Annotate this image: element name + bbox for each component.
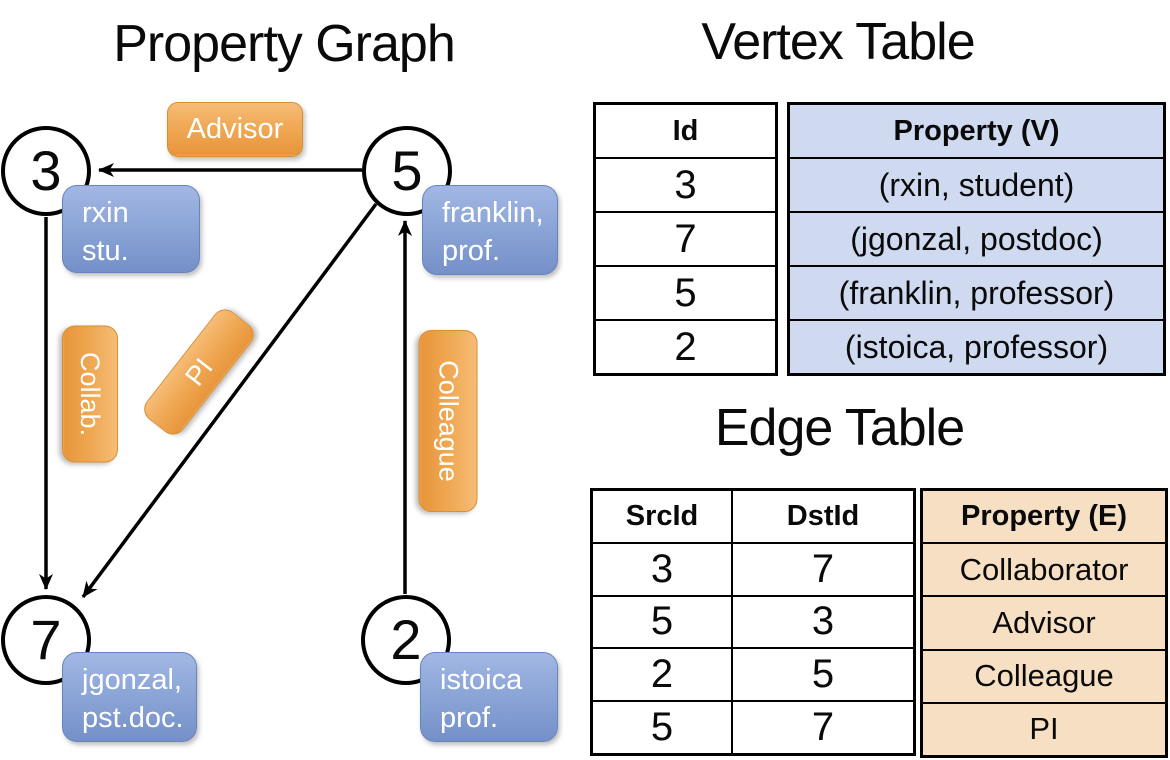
node-property-card-5: franklin, prof. xyxy=(422,185,558,275)
edge-label-colleague: Colleague xyxy=(418,330,477,512)
edge-label-pi: PI xyxy=(139,303,259,440)
edge-src-cell: 2 xyxy=(593,649,733,701)
vertex-id-cell: 3 xyxy=(596,157,775,211)
property-graph-title: Property Graph xyxy=(113,15,456,73)
edge-src-cell: 3 xyxy=(593,543,733,595)
edge-table-property-column: Property (E) Collaborator Advisor Collea… xyxy=(920,488,1168,758)
vertex-property-header: Property (V) xyxy=(790,105,1163,157)
vertex-id-cell: 7 xyxy=(596,211,775,265)
vertex-property-cell: (jgonzal, postdoc) xyxy=(790,211,1163,265)
edge-table-title: Edge Table xyxy=(714,399,965,457)
card-line: prof. xyxy=(440,702,499,734)
edge-dst-cell: 5 xyxy=(811,652,835,697)
edge-label-collab-wrapper: Collab. xyxy=(62,325,118,462)
edge-table-id-columns: SrcId DstId 3 7 5 3 2 5 5 7 xyxy=(590,488,916,756)
card-line: prof. xyxy=(442,235,501,267)
card-line: franklin, xyxy=(442,197,544,229)
node-id-label: 5 xyxy=(391,139,423,202)
vertex-property-cell: (rxin, student) xyxy=(790,157,1163,211)
edge-src-cell: 5 xyxy=(593,702,733,753)
graph-node-5: 5 xyxy=(362,126,452,216)
node-id-label: 2 xyxy=(390,608,422,671)
node-property-card-7: jgonzal, pst.doc. xyxy=(62,652,197,742)
vertex-id-header: Id xyxy=(672,114,699,147)
node-property-card-3: rxin stu. xyxy=(62,185,200,273)
vertex-table-property-column: Property (V) (rxin, student) (jgonzal, p… xyxy=(787,102,1166,376)
edge-property-cell: Colleague xyxy=(923,648,1165,702)
card-line: istoica xyxy=(440,664,523,696)
edge-dstid-header: DstId xyxy=(786,499,860,532)
edge-label-collab: Collab. xyxy=(62,325,118,462)
edge-dst-cell: 3 xyxy=(811,599,835,644)
edge-label-pi-wrapper: PI xyxy=(138,303,260,440)
vertex-id-cell: 2 xyxy=(596,319,775,373)
vertex-table-title: Vertex Table xyxy=(701,13,975,71)
vertex-table-id-column: Id 3 7 5 2 xyxy=(593,102,778,376)
vertex-property-cell: (franklin, professor) xyxy=(790,265,1163,319)
edge-pi-line xyxy=(81,202,378,599)
graph-node-2: 2 xyxy=(361,595,451,685)
edge-dst-cell: 7 xyxy=(811,705,835,750)
node-id-label: 7 xyxy=(30,608,62,671)
vertex-property-cell: (istoica, professor) xyxy=(790,319,1163,373)
edge-srcid-header: SrcId xyxy=(593,491,733,542)
card-line: rxin xyxy=(82,197,129,229)
edge-property-cell: Advisor xyxy=(923,595,1165,649)
edge-src-cell: 5 xyxy=(593,596,733,648)
edge-property-cell: PI xyxy=(923,701,1165,756)
card-line: pst.doc. xyxy=(82,702,184,734)
edge-property-header: Property (E) xyxy=(923,491,1165,543)
edge-property-cell: Collaborator xyxy=(923,542,1165,596)
node-property-card-2: istoica prof. xyxy=(420,652,558,742)
edge-label-colleague-wrapper: Colleague xyxy=(418,330,477,512)
node-id-label: 3 xyxy=(30,139,62,202)
graph-edges-layer xyxy=(39,163,412,599)
card-line: stu. xyxy=(82,235,129,267)
card-line: jgonzal, xyxy=(82,664,182,696)
edge-label-advisor: Advisor xyxy=(167,102,303,157)
edge-dst-cell: 7 xyxy=(811,546,835,591)
vertex-id-cell: 5 xyxy=(596,265,775,319)
